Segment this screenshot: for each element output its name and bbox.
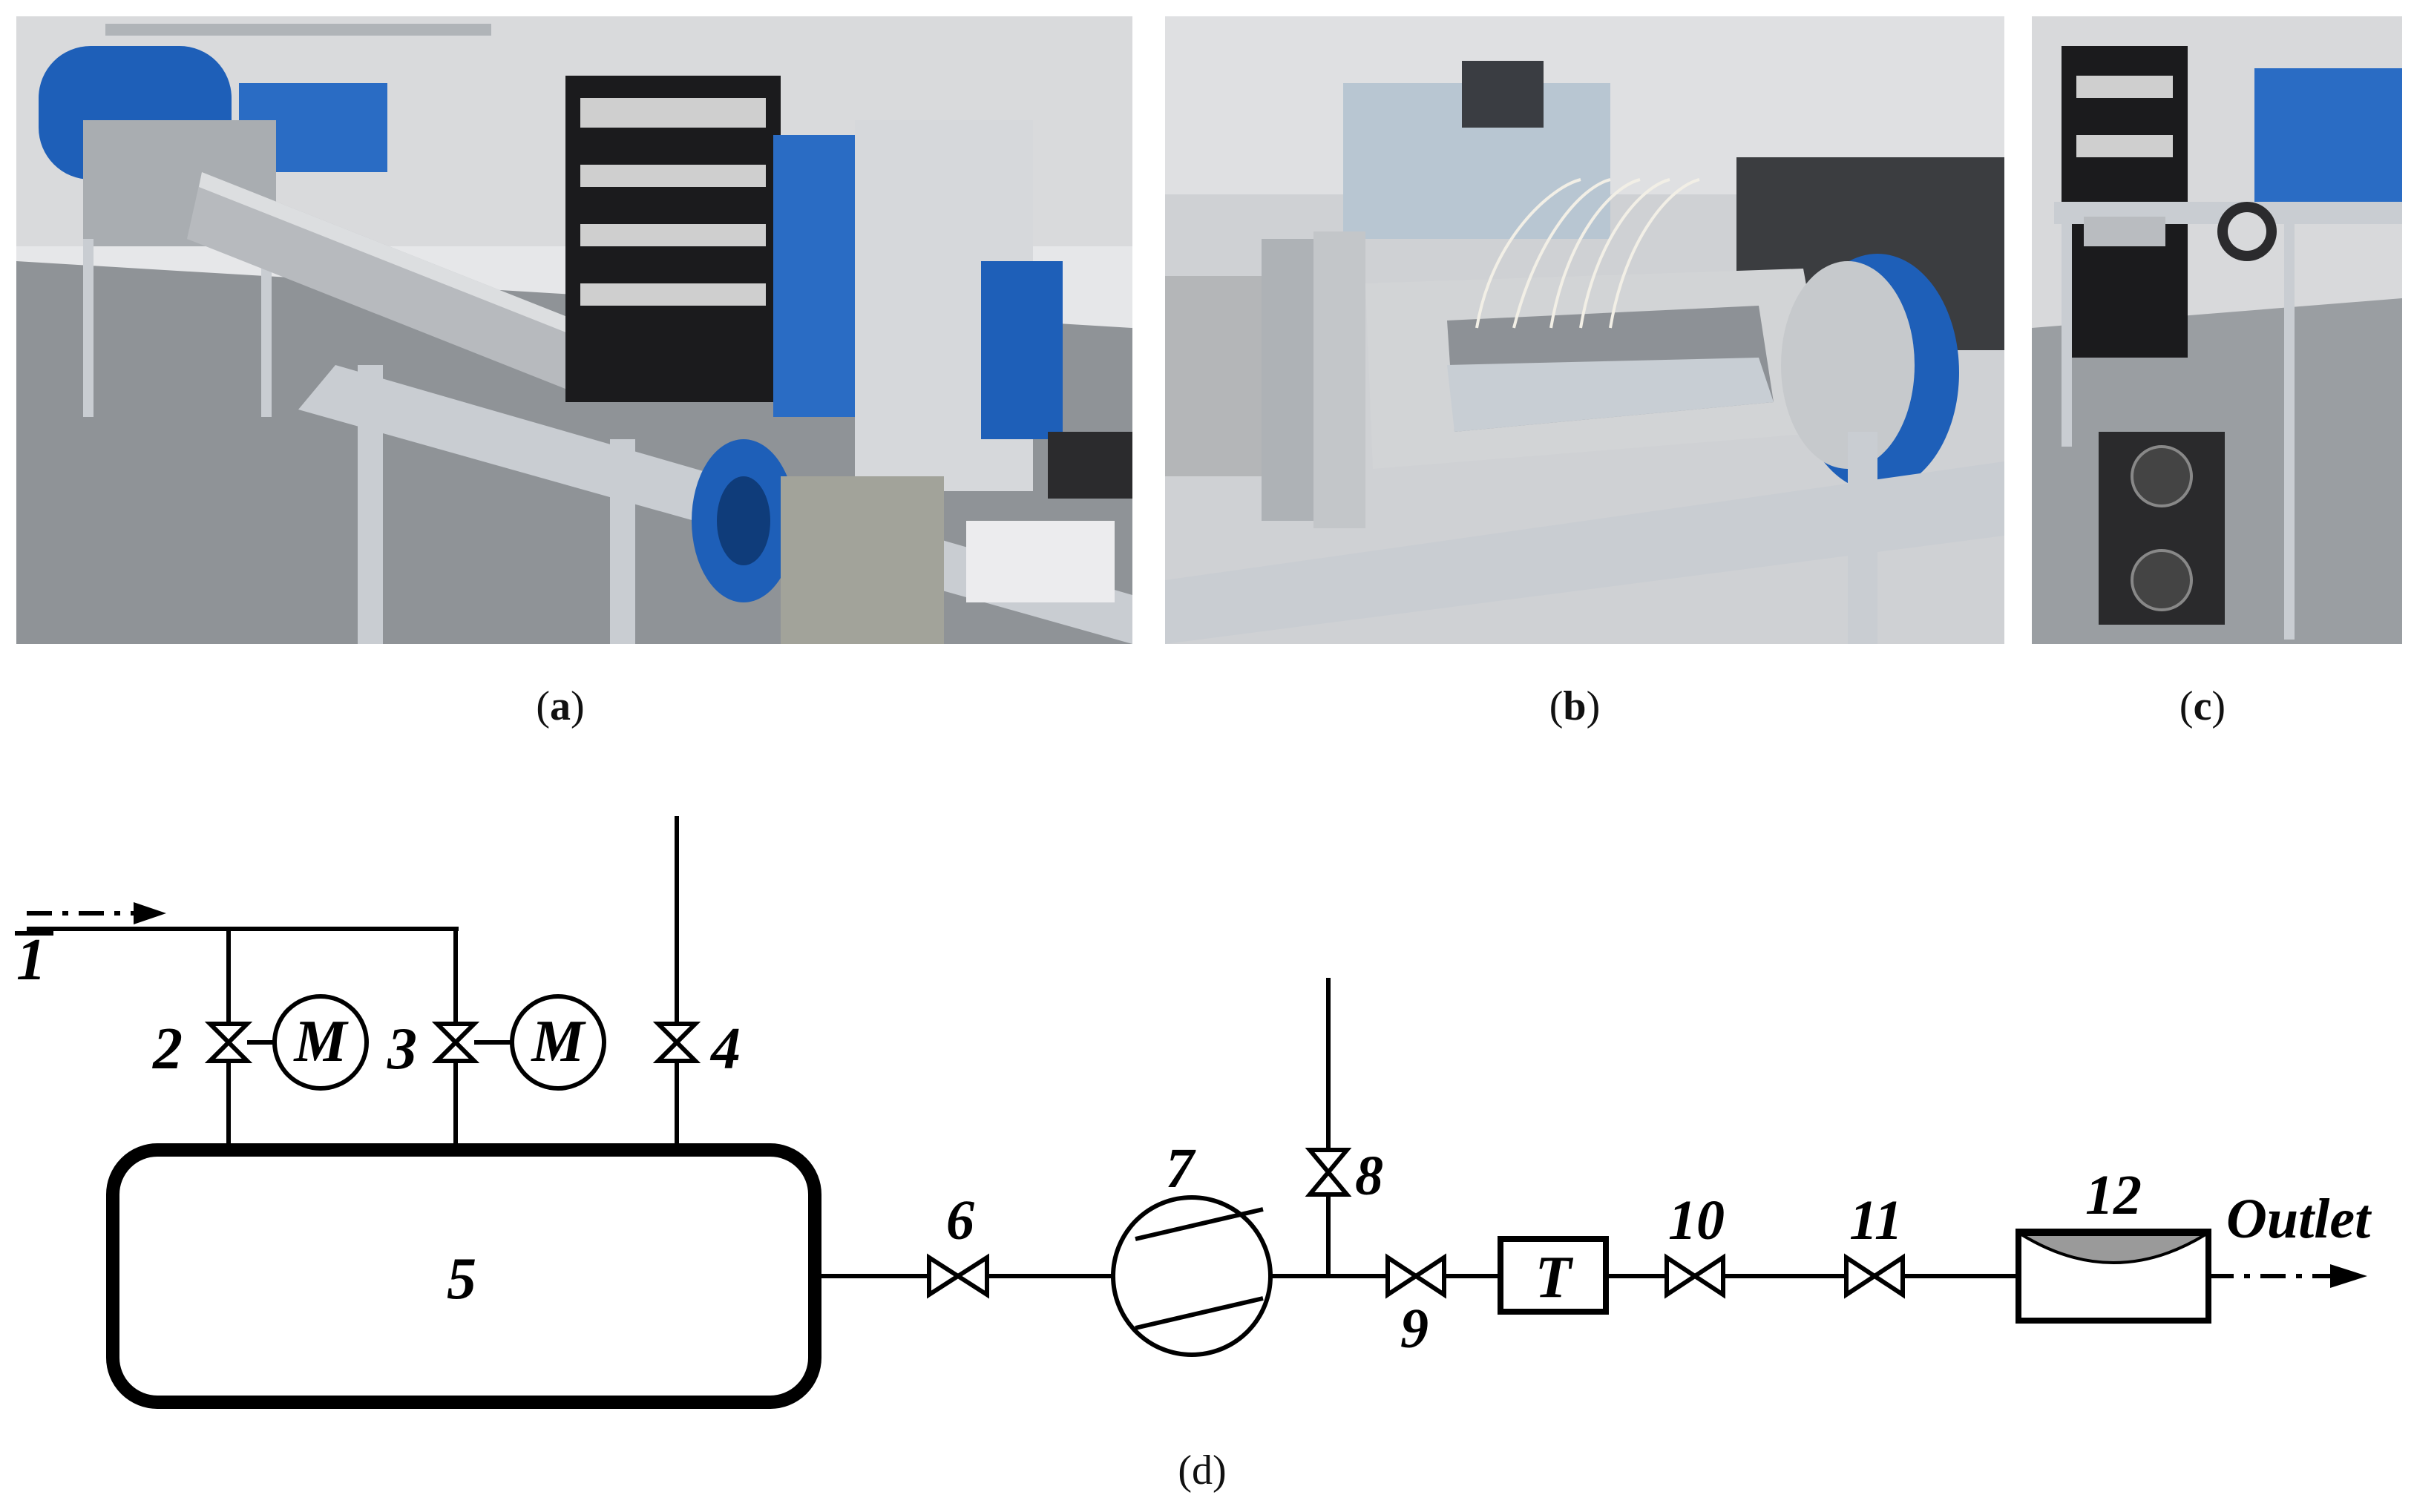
label-motor-2: M xyxy=(292,1009,349,1074)
label-valve-9: 9 xyxy=(1400,1298,1429,1360)
valve-9-icon xyxy=(1385,1253,1446,1299)
motor-3-icon xyxy=(510,994,606,1091)
label-valve-4: 4 xyxy=(709,1016,741,1082)
motor-2-icon xyxy=(272,994,369,1091)
valve-11-icon xyxy=(1844,1253,1905,1299)
inlet-arrow-icon xyxy=(134,902,166,924)
outlet-arrow-icon xyxy=(2330,1264,2367,1288)
valve-8-icon xyxy=(1305,1148,1352,1197)
valve-4-icon xyxy=(652,1022,701,1063)
photo-c-image xyxy=(2032,16,2402,644)
photo-b-test-section xyxy=(1165,16,2004,644)
caption-c: (c) xyxy=(2179,683,2226,729)
label-valve-10: 10 xyxy=(1668,1189,1725,1252)
label-motor-3: M xyxy=(530,1009,586,1074)
thermometer-box xyxy=(1498,1236,1609,1315)
label-valve-11: 11 xyxy=(1849,1189,1903,1252)
compressor-icon xyxy=(1111,1195,1273,1357)
test-section-icon xyxy=(2016,1229,2211,1324)
valve-10-icon xyxy=(1664,1253,1725,1299)
label-tank-5: 5 xyxy=(447,1246,476,1312)
caption-a: (a) xyxy=(536,683,585,729)
caption-d: (d) xyxy=(1178,1447,1227,1493)
label-valve-3: 3 xyxy=(387,1016,417,1082)
label-inlet-1: 1 xyxy=(16,927,46,993)
label-valve-8: 8 xyxy=(1355,1145,1383,1207)
photo-a-rig-overview xyxy=(16,16,1132,644)
tank-vessel xyxy=(106,1143,821,1409)
photo-c-rig-fan xyxy=(2032,16,2402,644)
valve-3-icon xyxy=(431,1022,480,1063)
label-outlet: Outlet xyxy=(2226,1188,2372,1250)
schematic-diagram: 1 2 3 4 M M 5 6 7 8 9 T 10 11 12 Outlet xyxy=(15,816,2372,1409)
caption-b: (b) xyxy=(1549,683,1601,729)
photo-b-image xyxy=(1165,16,2004,644)
label-test-section-12: 12 xyxy=(2085,1164,2142,1226)
label-thermometer: T xyxy=(1535,1245,1574,1310)
valve-2-icon xyxy=(204,1022,253,1063)
label-valve-2: 2 xyxy=(152,1016,183,1082)
label-valve-6: 6 xyxy=(946,1189,974,1252)
valve-6-icon xyxy=(927,1253,989,1299)
label-compressor-7: 7 xyxy=(1166,1137,1196,1200)
photo-a-image xyxy=(16,16,1132,644)
